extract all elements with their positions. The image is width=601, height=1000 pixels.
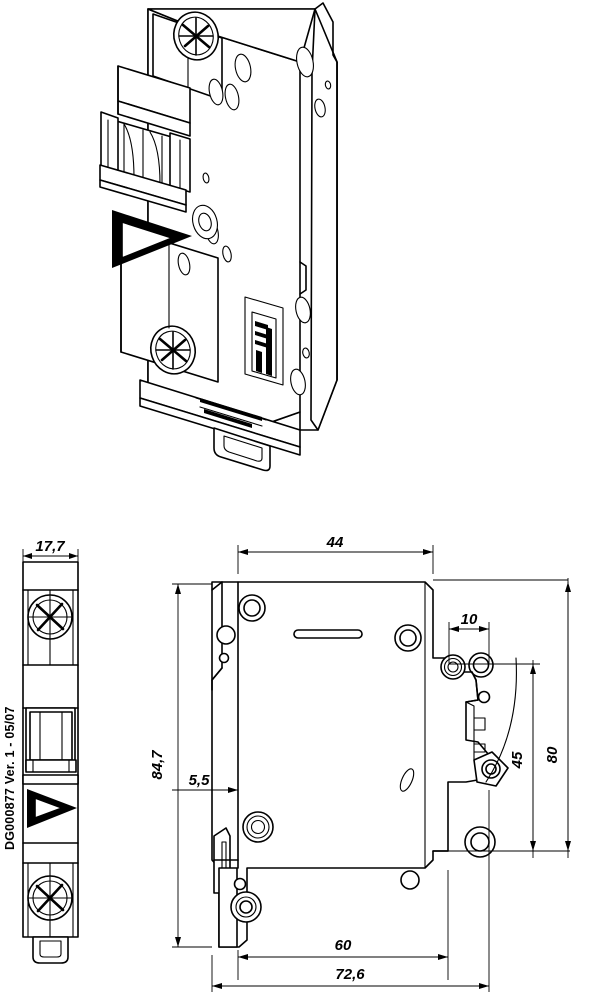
isometric-view [99, 2, 338, 472]
front-view: 17,7 [3, 538, 79, 964]
dimension-44 [238, 549, 433, 555]
bottom-terminal-screw-icon [150, 325, 196, 375]
front-top-screw-icon [27, 594, 73, 640]
document-code-label: DG000877 Ver. 1 - 05/07 [3, 706, 17, 850]
side-vent-hole-1 [216, 625, 236, 645]
dimension-label-5-5: 5,5 [189, 772, 211, 789]
dimension-label-72-6: 72,6 [335, 966, 365, 983]
dimension-84-7 [175, 584, 181, 947]
dimension-60 [238, 954, 448, 960]
side-screw-bottom-left [230, 891, 262, 923]
side-lever-pivot [473, 751, 509, 787]
side-mounting-hole-top-right [394, 624, 422, 652]
dimension-label-17-7: 17,7 [35, 538, 65, 555]
dimension-label-80: 80 [544, 746, 561, 763]
side-terminal-screw-c [464, 826, 496, 858]
top-terminal-screw-icon [173, 11, 219, 61]
side-view: 44 84,7 5,5 10 45 [149, 534, 571, 992]
side-terminal-screw-a [440, 654, 466, 680]
side-screw-middle-left [242, 811, 274, 843]
dimension-80 [565, 582, 571, 851]
side-small-hole-top [477, 690, 491, 704]
dimension-45 [530, 664, 536, 851]
dimension-10 [449, 626, 489, 632]
front-bottom-screw-icon [27, 875, 73, 921]
side-small-hole-bottom [233, 877, 247, 891]
dimension-label-45: 45 [509, 751, 526, 769]
side-center-slot [293, 629, 363, 639]
dimension-label-84-7: 84,7 [149, 750, 166, 780]
side-mounting-hole-top-left [238, 594, 266, 622]
dimension-label-60: 60 [335, 937, 352, 954]
side-hole-bottom-right [400, 870, 420, 890]
side-oval-marking [399, 768, 415, 792]
side-vent-hole-2 [218, 652, 230, 664]
dimension-5-5 [190, 787, 238, 793]
dimension-72-6 [212, 983, 489, 989]
side-terminal-screw-b [468, 652, 494, 678]
dimension-label-44: 44 [326, 534, 344, 551]
dimension-label-10: 10 [461, 611, 478, 628]
